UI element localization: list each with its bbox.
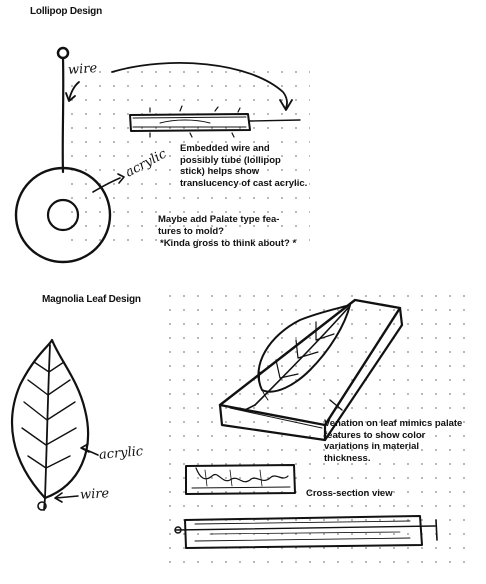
cross-section-caption: Cross-section view	[306, 488, 426, 500]
wire-label-leaf: wire	[80, 486, 110, 503]
venation-note: Venation on leaf mimics palate features …	[324, 418, 464, 464]
embedded-wire-note: Embedded wire and possibly tube (lollipo…	[180, 143, 308, 189]
wire-pointer-leaf	[56, 496, 78, 498]
magnolia-leaf-design-title: Magnolia Leaf Design	[42, 294, 141, 305]
lollipop-design-title: Lollipop Design	[30, 6, 102, 17]
wire-loop-top	[58, 48, 68, 58]
palate-features-note: Maybe add Palate type fea- tures to mold…	[158, 214, 293, 237]
kinda-gross-note: *Kinda gross to think about? *	[160, 238, 320, 250]
lollipop-wire	[63, 58, 64, 172]
wire-label: wire	[68, 61, 98, 78]
magnolia-leaf-sketch	[12, 340, 88, 510]
